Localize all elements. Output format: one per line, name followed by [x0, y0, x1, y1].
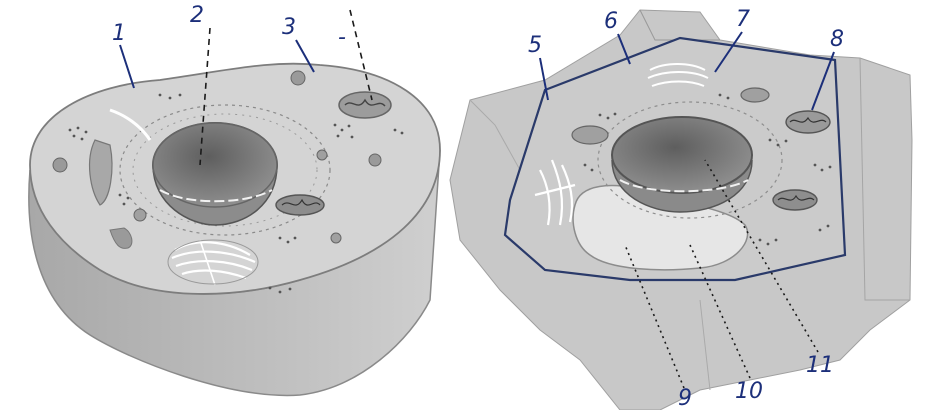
- label-9: 9: [678, 386, 692, 410]
- label-6: 6: [604, 9, 618, 34]
- label-1: 1: [112, 21, 126, 46]
- label-8: 8: [830, 27, 844, 52]
- label-3: 3: [282, 15, 296, 40]
- label-11: 11: [806, 353, 834, 378]
- plant-chloroplast: [786, 111, 830, 133]
- animal-cell: 1 2 3 -: [29, 3, 440, 395]
- plant-nucleus: [612, 117, 752, 193]
- label-10: 10: [735, 379, 763, 404]
- label-2: 2: [190, 3, 204, 28]
- label-4: -: [338, 25, 346, 50]
- label-7: 7: [736, 7, 750, 32]
- plant-cell: 5 6 7 8 9 10 11: [450, 7, 912, 410]
- label-5: 5: [528, 33, 542, 58]
